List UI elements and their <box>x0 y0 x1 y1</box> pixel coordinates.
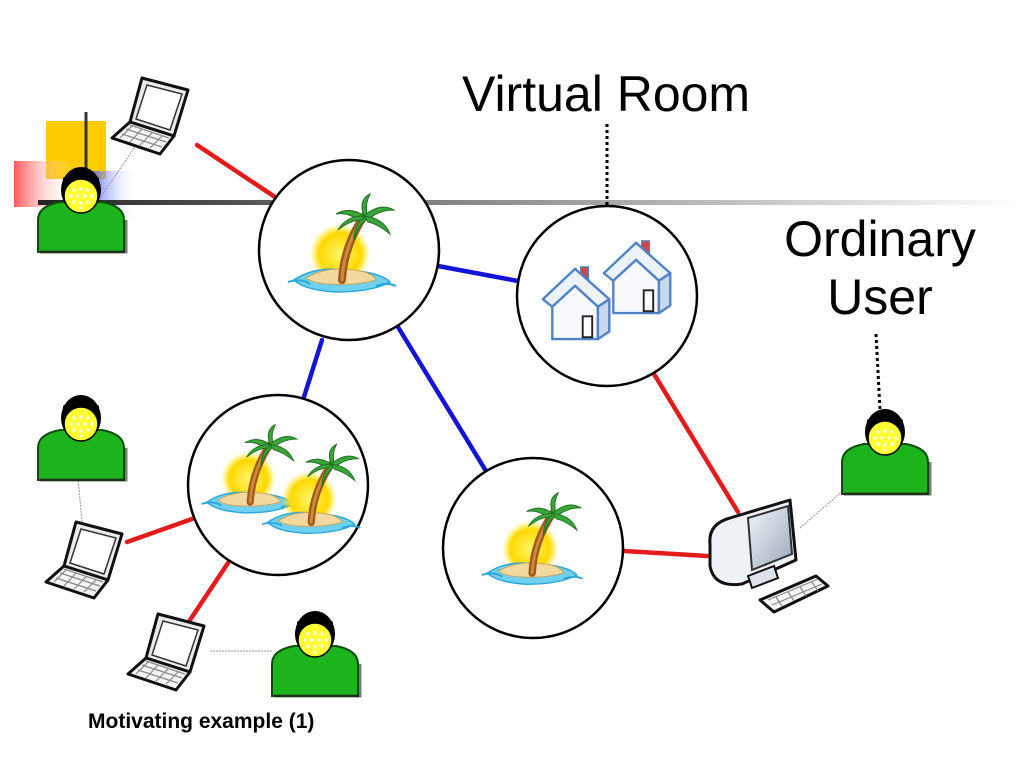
user-link <box>194 142 278 200</box>
user-link <box>124 516 195 545</box>
person-icon <box>36 393 128 482</box>
ordinary-user-label-line2: User <box>827 269 933 325</box>
room-link <box>395 324 489 474</box>
decoration-horizontal-rule <box>38 200 1024 205</box>
person-icon <box>270 609 362 698</box>
user-link <box>651 371 741 515</box>
virtual-room-small-island[interactable] <box>441 456 625 640</box>
ordinary-user-label: Ordinary User <box>760 210 1000 326</box>
laptop-icon[interactable] <box>44 520 124 600</box>
virtual-room-label: Virtual Room <box>462 66 751 122</box>
user-links <box>124 142 741 623</box>
virtual-room-island[interactable] <box>257 158 441 342</box>
ordinary-user-label-line1: Ordinary <box>784 211 976 267</box>
person-icon <box>840 407 932 496</box>
virtual-room-houses[interactable] <box>515 204 699 388</box>
laptop-icon[interactable] <box>126 612 206 692</box>
figure-caption: Motivating example (1) <box>88 710 315 733</box>
user-link <box>621 548 710 559</box>
device-connectors <box>77 127 847 652</box>
room-links <box>300 263 521 474</box>
ordinary-user-callout-line <box>874 333 882 411</box>
virtual-room-two-islands[interactable] <box>186 393 370 577</box>
room-link <box>300 337 325 403</box>
desktop-computer-icon[interactable] <box>708 498 830 614</box>
user-link <box>187 560 231 623</box>
room-link <box>435 263 521 284</box>
laptop-icon[interactable] <box>110 76 190 156</box>
